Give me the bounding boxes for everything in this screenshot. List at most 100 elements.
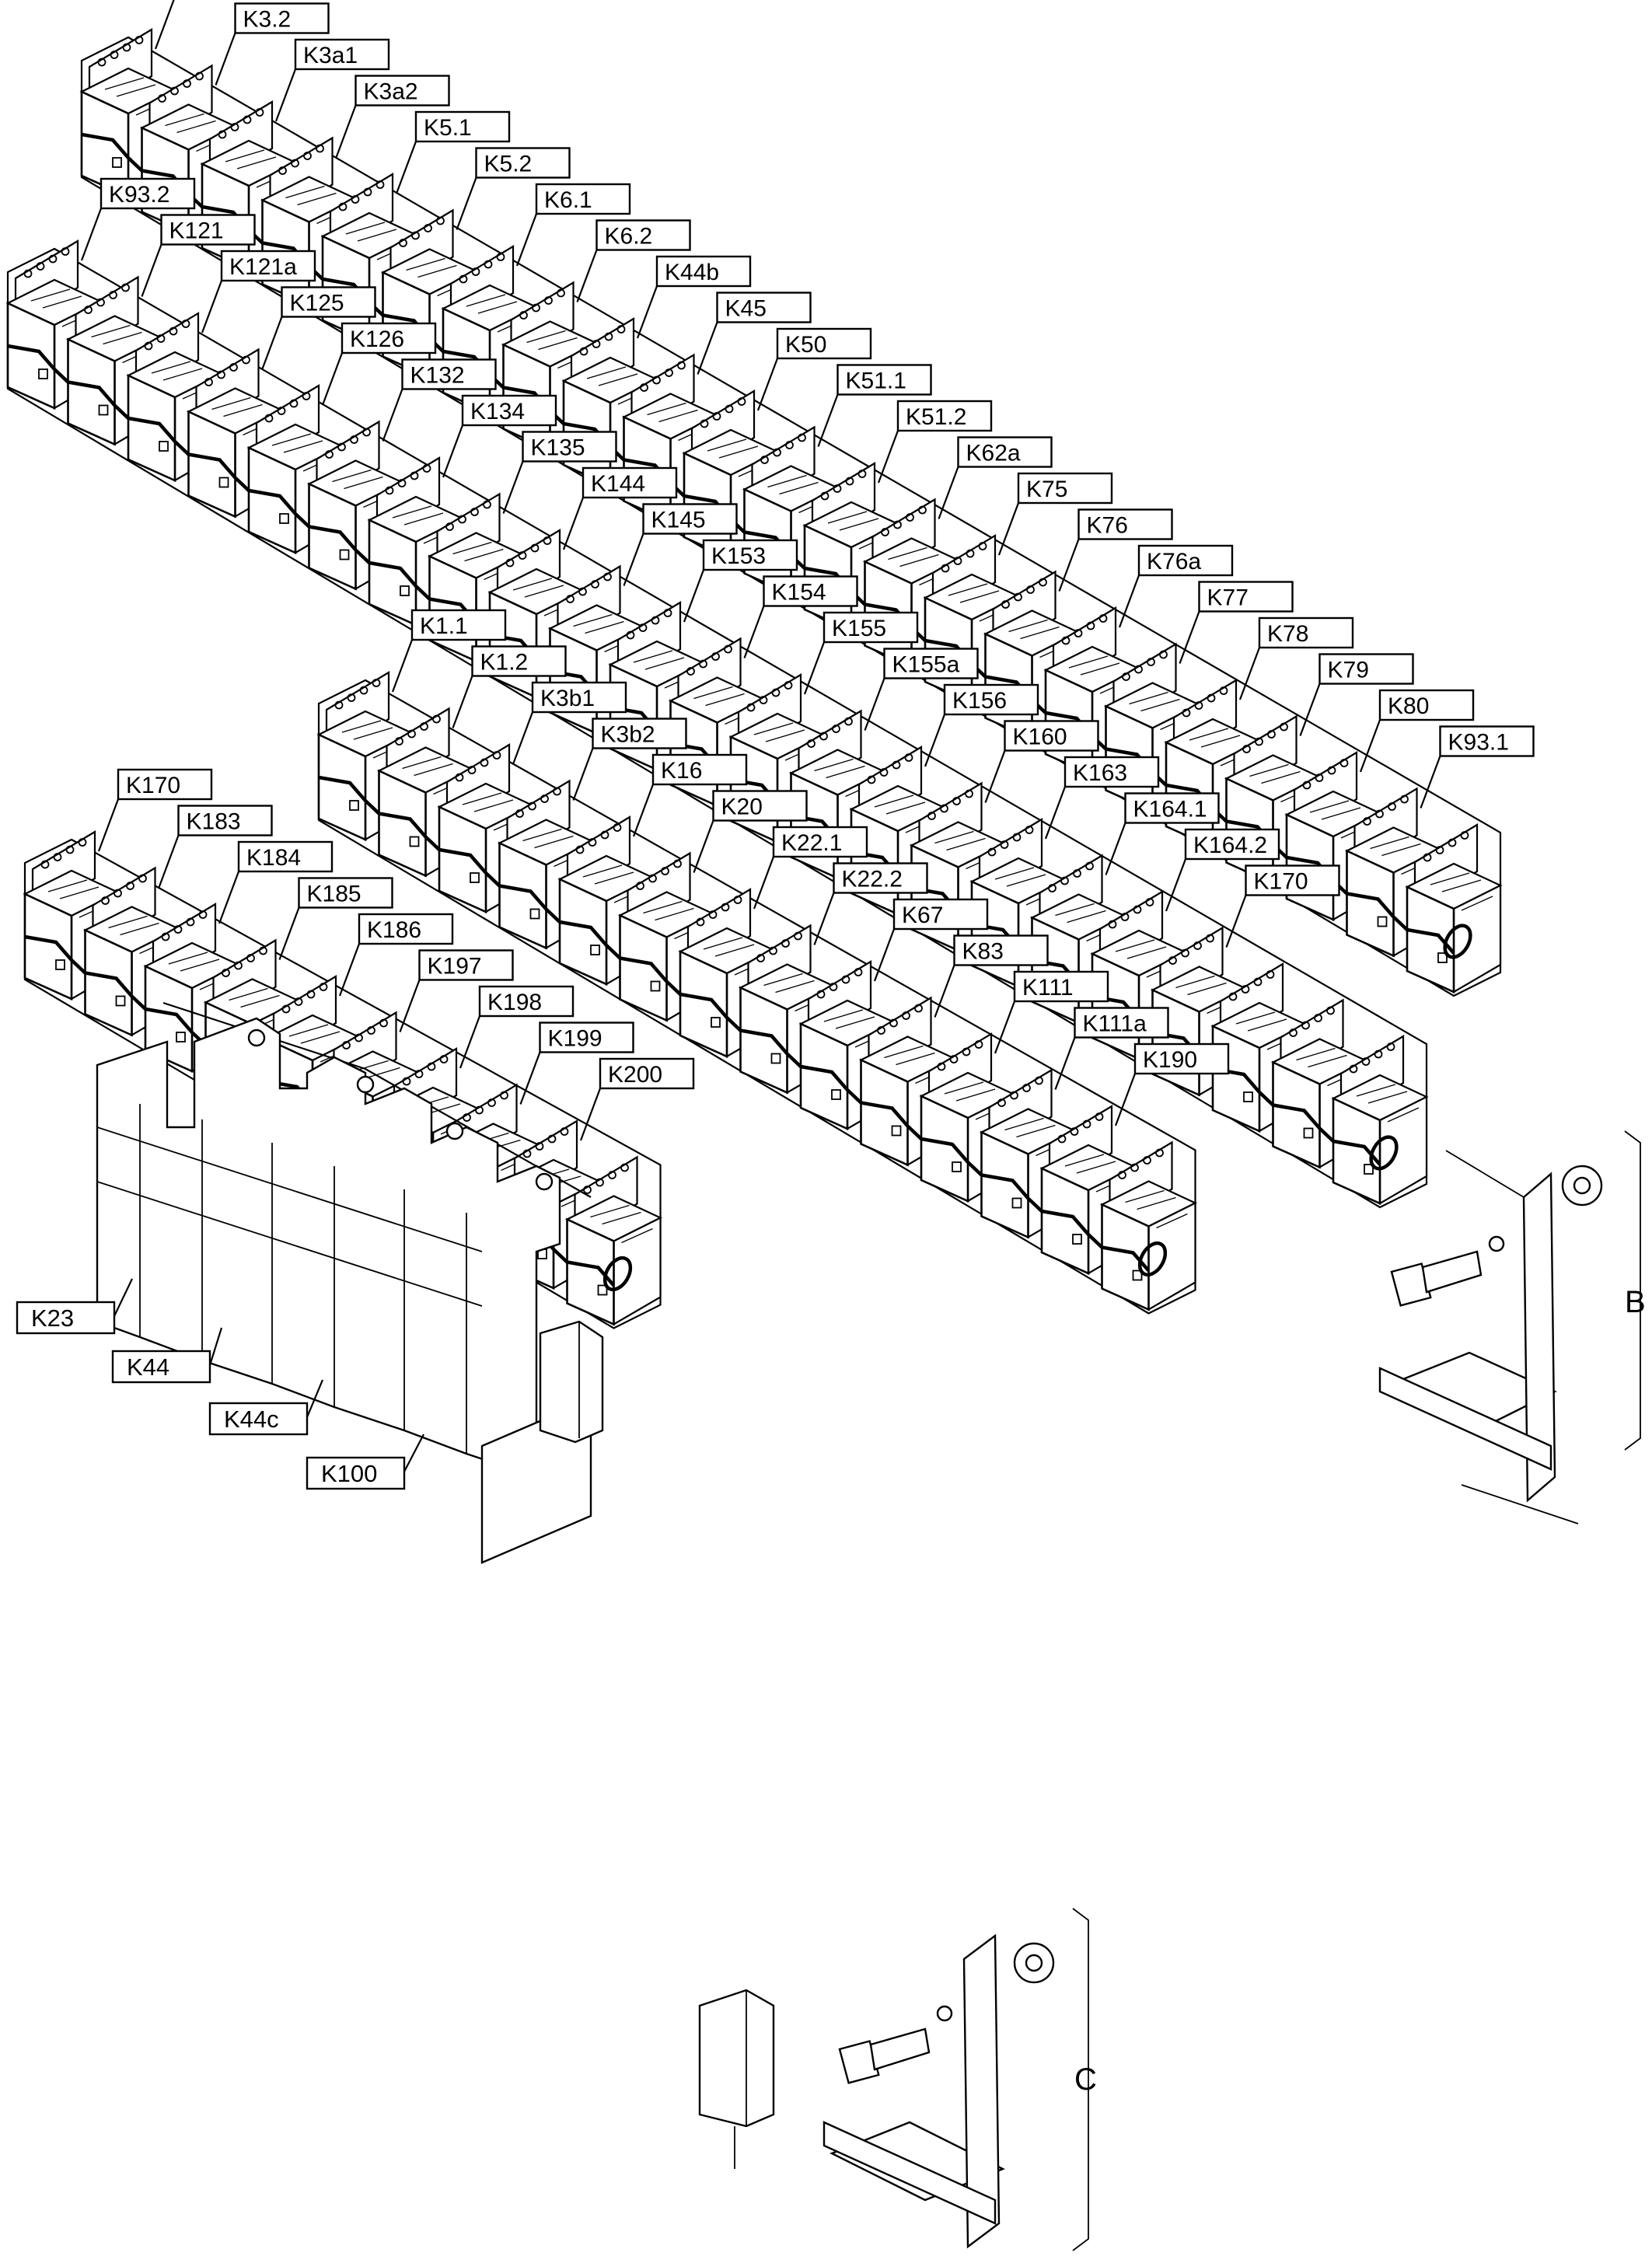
relay-label: K76 — [1058, 508, 1173, 592]
relay-label: K111 — [994, 970, 1109, 1054]
relay-label-text: K6.1 — [544, 187, 592, 213]
relay-label-text: K125 — [290, 291, 344, 316]
relay-label-text: K1.2 — [480, 650, 529, 676]
relay-label-text: K76 — [1087, 513, 1128, 539]
relay-label: K16 — [632, 753, 748, 837]
relay-label-text: K164.2 — [1193, 833, 1267, 858]
relay-label: K3a1 — [274, 38, 390, 122]
relay-label-text: K153 — [711, 543, 766, 569]
relay-label-text: K111 — [1022, 975, 1074, 1001]
relay-label: K5.1 — [395, 110, 511, 194]
row-2: K93.2K121K121aK125K126K132K134K135K144K1… — [5, 177, 1429, 1209]
relay-label: K6.2 — [576, 219, 691, 302]
terminal-block-holes — [247, 1028, 554, 1191]
relay-label: K75 — [997, 472, 1113, 556]
relay-label-text: K76a — [1147, 549, 1201, 574]
relay-label-text: K45 — [725, 296, 767, 322]
relay-module — [1405, 823, 1503, 994]
wire-band — [318, 775, 1151, 1272]
relay-label: K79 — [1299, 653, 1414, 736]
relay-label: K6.1 — [515, 183, 631, 267]
relay-label: K111a — [1054, 1007, 1169, 1090]
relay-label: K197 — [399, 949, 514, 1032]
relay-label-text: K197 — [428, 954, 482, 980]
relay-label: K155a — [864, 648, 979, 731]
relay-label-text: K132 — [410, 363, 465, 389]
relay-label: K93.2 — [80, 177, 196, 261]
relay-label-text: K67 — [902, 903, 943, 928]
relay-label: K186 — [338, 913, 454, 997]
relay-label: K1.2 — [452, 645, 567, 728]
relay-label-text: K3b2 — [601, 722, 655, 748]
relay-label: K51.2 — [877, 400, 993, 484]
relay-label: K155 — [803, 611, 919, 695]
relay-label-text: K126 — [350, 327, 404, 352]
relay-label: K156 — [924, 683, 1039, 767]
relay-label-text: K135 — [531, 435, 585, 461]
mounting-detail-c: C — [698, 1908, 1097, 2251]
relay-label: K22.1 — [753, 826, 868, 910]
relay-label: K45 — [697, 292, 812, 375]
terminal-label-text: K44 — [127, 1353, 169, 1381]
terminal-label: K44 — [111, 1327, 223, 1384]
relay-label: K67 — [873, 898, 989, 982]
relay-label: K183 — [158, 805, 273, 888]
relay-label-text: K121a — [229, 254, 297, 280]
relay-label: K190 — [1114, 1042, 1230, 1126]
relay-label: K170 — [97, 768, 213, 852]
relay-label-text: K3a2 — [364, 79, 418, 105]
relay-label: K77 — [1179, 581, 1294, 664]
relay-label: K164.2 — [1165, 828, 1280, 912]
relay-label-text: K199 — [548, 1026, 602, 1052]
relay-label: K154 — [743, 575, 858, 658]
relay-label-text: K170 — [1254, 869, 1308, 895]
relay-label: K170 — [1225, 864, 1340, 948]
relay-label-text: K185 — [307, 882, 361, 907]
row-3: K1.1K1.2K3b1K3b2K16K20K22.1K22.2K67K83K1… — [316, 609, 1230, 1315]
relay-label-text: K144 — [591, 471, 645, 497]
relay-label: K164.1 — [1105, 792, 1220, 875]
relay-label-text: K3.2 — [243, 7, 292, 33]
relay-label: K134 — [442, 394, 557, 478]
relay-label: K80 — [1359, 689, 1475, 773]
relay-label-text: K22.2 — [842, 867, 903, 892]
relay-label-text: K154 — [772, 580, 826, 606]
relay-label-text: K170 — [126, 773, 180, 798]
relay-label-text: K1.1 — [420, 613, 468, 639]
relay-module — [1331, 1035, 1429, 1206]
relay-label: K153 — [683, 539, 798, 623]
relay-label-text: K83 — [962, 939, 1004, 965]
row-2-labels: K93.2K121K121aK125K126K132K134K135K144K1… — [80, 177, 1340, 948]
relay-module — [1344, 787, 1443, 958]
relay-label-text: K198 — [487, 990, 542, 1015]
relay-label: K160 — [984, 720, 1099, 803]
relay-label-text: K3b1 — [540, 686, 595, 711]
relay-label: K185 — [278, 877, 393, 960]
mounting-detail-b: B — [1378, 1130, 1646, 1524]
terminal-label: K23 — [16, 1278, 133, 1335]
relay-label: K144 — [562, 466, 678, 550]
relay-label: K51.1 — [817, 364, 932, 447]
relay-module — [65, 275, 164, 446]
relay-label: K135 — [502, 431, 617, 514]
row-3-labels: K1.1K1.2K3b1K3b2K16K20K22.1K22.2K67K83K1… — [391, 609, 1230, 1126]
relay-label-text: K111a — [1083, 1011, 1147, 1037]
relay-label: K163 — [1044, 756, 1160, 840]
relay-label-text: K93.1 — [1448, 730, 1509, 756]
relay-module — [1099, 1140, 1198, 1311]
relay-label: K121 — [141, 214, 256, 297]
relay-label: K3b2 — [572, 718, 687, 801]
relay-label-text: K93.2 — [109, 182, 169, 208]
relay-label-text: K80 — [1388, 693, 1429, 719]
relay-label: K145 — [623, 503, 738, 586]
relay-label-text: K22.1 — [781, 830, 842, 856]
relay-label-text: K75 — [1026, 477, 1067, 502]
relay-label: K20 — [693, 790, 808, 873]
relay-module — [564, 1155, 663, 1326]
relay-label: K44b — [636, 255, 752, 339]
cable-coil — [1137, 1241, 1168, 1277]
relay-label-text: K78 — [1267, 621, 1308, 647]
